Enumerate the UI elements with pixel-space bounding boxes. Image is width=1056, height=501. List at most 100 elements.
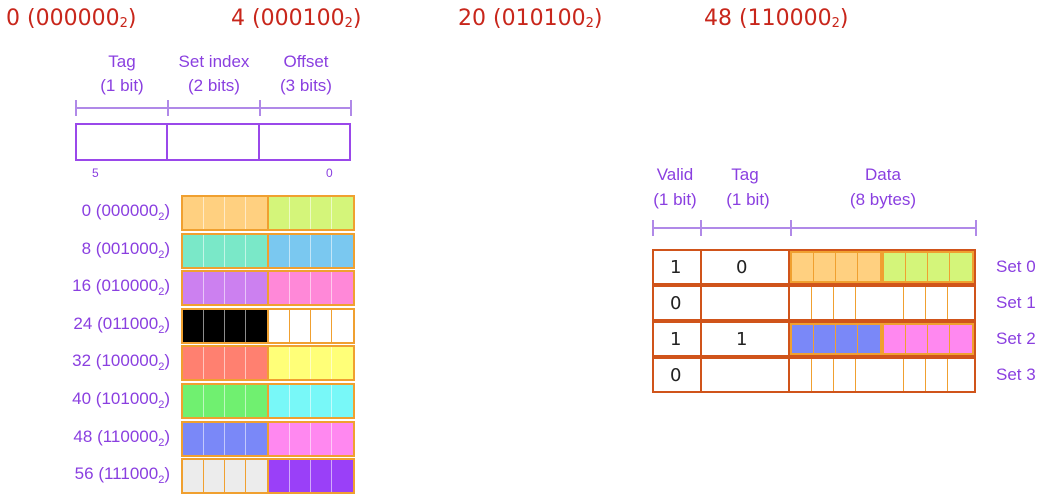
memory-row-dec: 16 — [72, 276, 92, 295]
valid-bit-cell: 1 — [652, 249, 702, 285]
tag-cell — [700, 285, 790, 321]
memory-byte — [290, 197, 311, 229]
cache-data-byte — [882, 287, 904, 319]
top-address-0: 0 (0000002) — [6, 6, 137, 31]
top-address-0-dec: 0 — [6, 6, 20, 31]
memory-row-bin: 011000 — [102, 314, 159, 333]
memory-byte — [269, 310, 290, 342]
cache-data-byte — [792, 325, 814, 353]
set-label: Set 1 — [996, 293, 1036, 312]
memory-row — [181, 421, 355, 457]
cache-data-byte — [792, 253, 814, 281]
offset-field-name: Offset — [283, 52, 329, 71]
memory-row-label: 0 (0000002) — [81, 201, 170, 223]
memory-byte — [183, 197, 204, 229]
top-address-2-sub: 2 — [585, 16, 594, 31]
data-header-name: Data — [865, 165, 901, 184]
cache-data-block — [882, 323, 974, 355]
memory-byte — [332, 197, 353, 229]
memory-byte — [290, 385, 311, 417]
memory-byte — [290, 235, 311, 267]
memory-byte — [290, 310, 311, 342]
cache-data-byte — [790, 359, 812, 391]
memory-row-sub: 2 — [158, 474, 165, 486]
cache-data-byte — [856, 359, 878, 391]
memory-byte — [290, 272, 311, 304]
memory-byte — [311, 347, 332, 379]
memory-row-sub: 2 — [158, 286, 165, 298]
memory-byte — [332, 460, 353, 492]
memory-byte — [290, 347, 311, 379]
memory-row — [181, 270, 355, 306]
memory-block — [181, 345, 269, 381]
memory-byte — [269, 385, 290, 417]
memory-byte — [183, 310, 204, 342]
cache-data-byte — [928, 253, 950, 281]
memory-row-bin: 101000 — [101, 389, 159, 408]
cache-data-byte — [882, 359, 904, 391]
cache-data-byte — [790, 287, 812, 319]
cache-data-block — [882, 359, 974, 391]
memory-byte — [311, 460, 332, 492]
cache-data-byte — [814, 325, 836, 353]
memory-byte — [225, 235, 246, 267]
memory-byte — [311, 272, 332, 304]
memory-byte — [246, 197, 267, 229]
memory-block — [267, 195, 355, 231]
memory-byte — [332, 423, 353, 455]
bit-low-label: 0 — [326, 166, 333, 180]
memory-row-label: 8 (0010002) — [81, 239, 170, 261]
top-address-3-dec: 48 — [704, 6, 732, 31]
memory-byte — [290, 460, 311, 492]
cache-data-block — [882, 287, 974, 319]
memory-byte — [246, 385, 267, 417]
memory-row-sub: 2 — [158, 437, 165, 449]
memory-byte — [225, 460, 246, 492]
cache-data-byte — [948, 359, 970, 391]
top-address-1-sub: 2 — [344, 16, 353, 31]
cache-data-block — [882, 251, 974, 283]
memory-row-sub: 2 — [158, 361, 165, 373]
memory-byte — [204, 385, 225, 417]
memory-byte — [246, 310, 267, 342]
memory-block — [181, 383, 269, 419]
cache-data-block — [790, 251, 882, 283]
memory-byte — [246, 347, 267, 379]
memory-row-bin: 000000 — [101, 201, 159, 220]
memory-byte — [246, 460, 267, 492]
memory-row-bin: 001000 — [101, 239, 159, 258]
memory-row-bin: 111000 — [103, 464, 159, 483]
memory-byte — [290, 423, 311, 455]
memory-row — [181, 308, 355, 344]
valid-header-name: Valid — [656, 165, 694, 184]
set-label: Set 2 — [996, 329, 1036, 348]
memory-block — [267, 233, 355, 269]
set-index-field-size: (2 bits) — [188, 76, 240, 95]
memory-byte — [332, 310, 353, 342]
data-cell — [788, 357, 976, 393]
top-address-2-dec: 20 — [458, 6, 486, 31]
bit-high-label: 5 — [92, 166, 99, 180]
top-address-3-bin: 110000 — [747, 6, 832, 31]
memory-row — [181, 195, 355, 231]
memory-byte — [269, 197, 290, 229]
cache-data-byte — [836, 325, 858, 353]
cache-data-byte — [858, 253, 880, 281]
cache-data-byte — [836, 253, 858, 281]
memory-block — [181, 458, 269, 494]
cache-data-byte — [904, 359, 926, 391]
cache-data-byte — [926, 287, 948, 319]
cache-arrow-line — [653, 227, 976, 229]
cache-data-byte — [812, 287, 834, 319]
tag-field-size: (1 bit) — [100, 76, 144, 95]
memory-byte — [332, 235, 353, 267]
memory-row-dec: 32 — [72, 351, 92, 370]
cache-set-row: 0 — [652, 285, 976, 321]
memory-byte — [332, 385, 353, 417]
cache-data-byte — [948, 287, 970, 319]
memory-block — [181, 270, 269, 306]
memory-row-sub: 2 — [158, 324, 165, 336]
top-address-2: 20 (0101002) — [458, 6, 603, 31]
set-index-field-name: Set index — [178, 52, 250, 71]
valid-bit-cell: 0 — [652, 285, 702, 321]
